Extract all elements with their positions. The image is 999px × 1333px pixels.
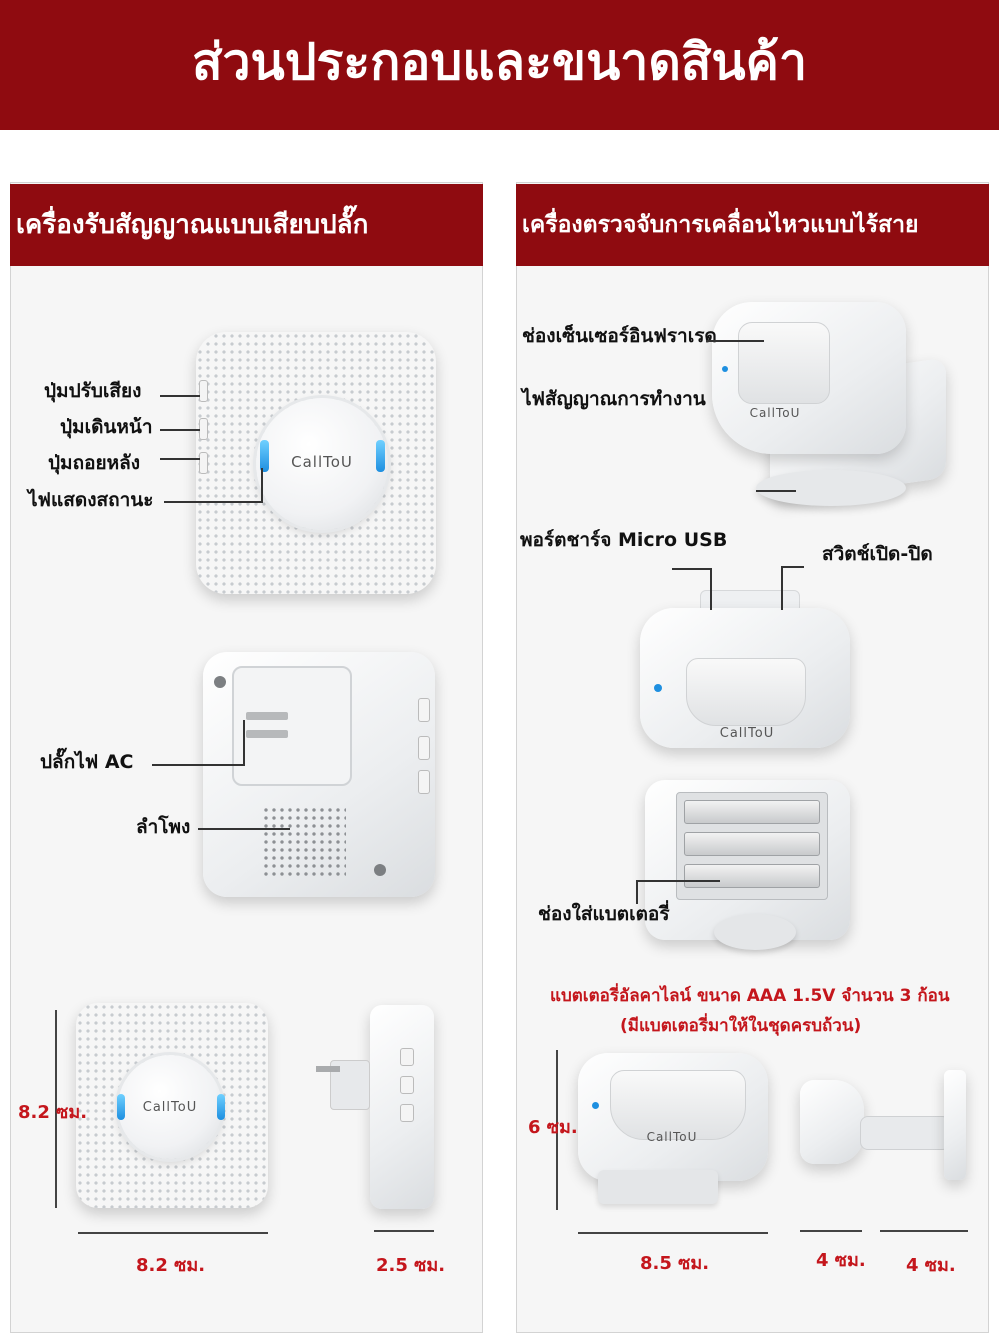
sensor-ir-lens (738, 322, 830, 404)
leader-line-switch (782, 566, 804, 568)
leader-line-ac-up (243, 720, 245, 766)
battery-note-line1: แบตเตอรี่อัลคาไลน์ ขนาด AAA 1.5V จำนวน 3… (550, 986, 950, 1006)
sensor-front-lens (686, 658, 806, 726)
sensor-side-view-image (800, 1080, 864, 1164)
receiver-dimension-brand: CallToU (142, 1100, 198, 1115)
back-side-button-1 (418, 698, 430, 722)
back-side-button-3 (418, 770, 430, 794)
side-view-button-2 (400, 1076, 414, 1094)
leader-line-battery-v (636, 880, 638, 904)
leader-line-back (160, 458, 200, 460)
receiver-button-ring (256, 398, 388, 530)
leader-line-battery (636, 880, 720, 882)
leader-line-usb-down (710, 568, 712, 610)
sensor-height-dimension: 6 ซม. (528, 1117, 578, 1138)
top-banner (0, 0, 999, 130)
mount-hole-2 (374, 864, 386, 876)
sensor-work-led (722, 366, 728, 372)
sensor-front-brand: CallToU (719, 726, 775, 741)
receiver-status-led-left (260, 440, 269, 472)
sensor-dimension-brand: CallToU (646, 1130, 698, 1144)
sensor-panel-title: เครื่องตรวจจับการเคลื่อนไหวแบบไร้สาย (516, 184, 989, 266)
sensor-depth-dimension-2: 4 ซม. (906, 1255, 956, 1276)
label-ac-plug: ปลั๊กไฟ AC (40, 751, 134, 773)
receiver-side-prong (316, 1066, 340, 1072)
sensor-dimension-lens (610, 1070, 746, 1140)
forward-button (199, 418, 208, 440)
volume-button (199, 380, 208, 402)
back-side-button-2 (418, 736, 430, 760)
back-button (199, 452, 208, 474)
sensor-front-led (654, 684, 662, 692)
label-status-light: ไฟแสดงสถานะ (28, 489, 154, 511)
sensor-depth-arrow-2 (880, 1230, 968, 1232)
sensor-width-arrow (578, 1232, 768, 1234)
receiver-height-arrow (55, 1010, 57, 1208)
speaker-grille (262, 806, 346, 878)
label-power-switch: สวิตช์เปิด-ปิด (822, 543, 933, 565)
label-ir-sensor: ช่องเซ็นเซอร์อินฟราเรด (522, 325, 717, 347)
sensor-dimension-led (592, 1102, 599, 1109)
side-view-button-1 (400, 1048, 414, 1066)
leader-line-ir (706, 340, 764, 342)
receiver-dimension-led-right (217, 1094, 225, 1120)
mount-hole (214, 676, 226, 688)
label-back-button: ปุ่มถอยหลัง (48, 452, 141, 474)
sensor-base (756, 470, 906, 506)
receiver-depth-arrow (374, 1230, 434, 1232)
receiver-dimension-led-left (117, 1094, 125, 1120)
label-forward-button: ปุ่มเดินหน้า (60, 416, 153, 438)
label-speaker: ลำโพง (136, 816, 191, 838)
receiver-dimension-ring (118, 1055, 222, 1159)
leader-line-usb (672, 568, 712, 570)
battery-base (714, 914, 796, 950)
receiver-brand-logo: CallToU (291, 453, 353, 471)
label-usb-port: พอร์ตชาร์จ Micro USB (520, 529, 728, 551)
leader-line-status (164, 501, 262, 503)
leader-line-switch-down (781, 566, 783, 610)
sensor-depth-dimension-1: 4 ซม. (816, 1250, 866, 1271)
battery-slot-2 (684, 832, 820, 856)
leader-line-base (756, 490, 796, 492)
label-battery-slot: ช่องใส่แบตเตอรี่ (538, 903, 670, 925)
sensor-side-arm (860, 1116, 950, 1150)
receiver-status-led-right (376, 440, 385, 472)
sensor-depth-arrow-1 (800, 1230, 862, 1232)
receiver-height-dimension: 8.2 ซม. (18, 1102, 88, 1123)
label-work-light: ไฟสัญญาณการทำงาน (522, 388, 706, 410)
ac-plug-prong-2 (246, 730, 288, 738)
sensor-height-arrow (556, 1050, 558, 1210)
battery-note-line2: (มีแบตเตอรี่มาให้ในชุดครบถ้วน) (620, 1016, 862, 1036)
leader-line-speaker (198, 828, 290, 830)
leader-line-ac (152, 764, 244, 766)
sensor-side-mount (944, 1070, 966, 1180)
side-view-button-3 (400, 1104, 414, 1122)
ac-plug-prong-1 (246, 712, 288, 720)
receiver-panel-title: เครื่องรับสัญญาณแบบเสียบปลั๊ก (10, 184, 483, 266)
leader-line-forward (160, 429, 200, 431)
sensor-dimension-stand (598, 1170, 718, 1204)
receiver-width-arrow (78, 1232, 268, 1234)
sensor-width-dimension: 8.5 ซม. (640, 1253, 710, 1274)
label-volume-button: ปุ่มปรับเสียง (44, 380, 142, 402)
page-title: ส่วนประกอบและขนาดสินค้า (191, 33, 808, 91)
ac-plug-plate (232, 666, 352, 786)
receiver-depth-dimension: 2.5 ซม. (376, 1255, 446, 1276)
battery-slot-1 (684, 800, 820, 824)
battery-slot-3 (684, 864, 820, 888)
sensor-head-brand: CallToU (749, 406, 801, 420)
leader-line-volume (160, 395, 200, 397)
receiver-width-dimension: 8.2 ซม. (136, 1255, 206, 1276)
leader-line-status-up (261, 468, 263, 503)
